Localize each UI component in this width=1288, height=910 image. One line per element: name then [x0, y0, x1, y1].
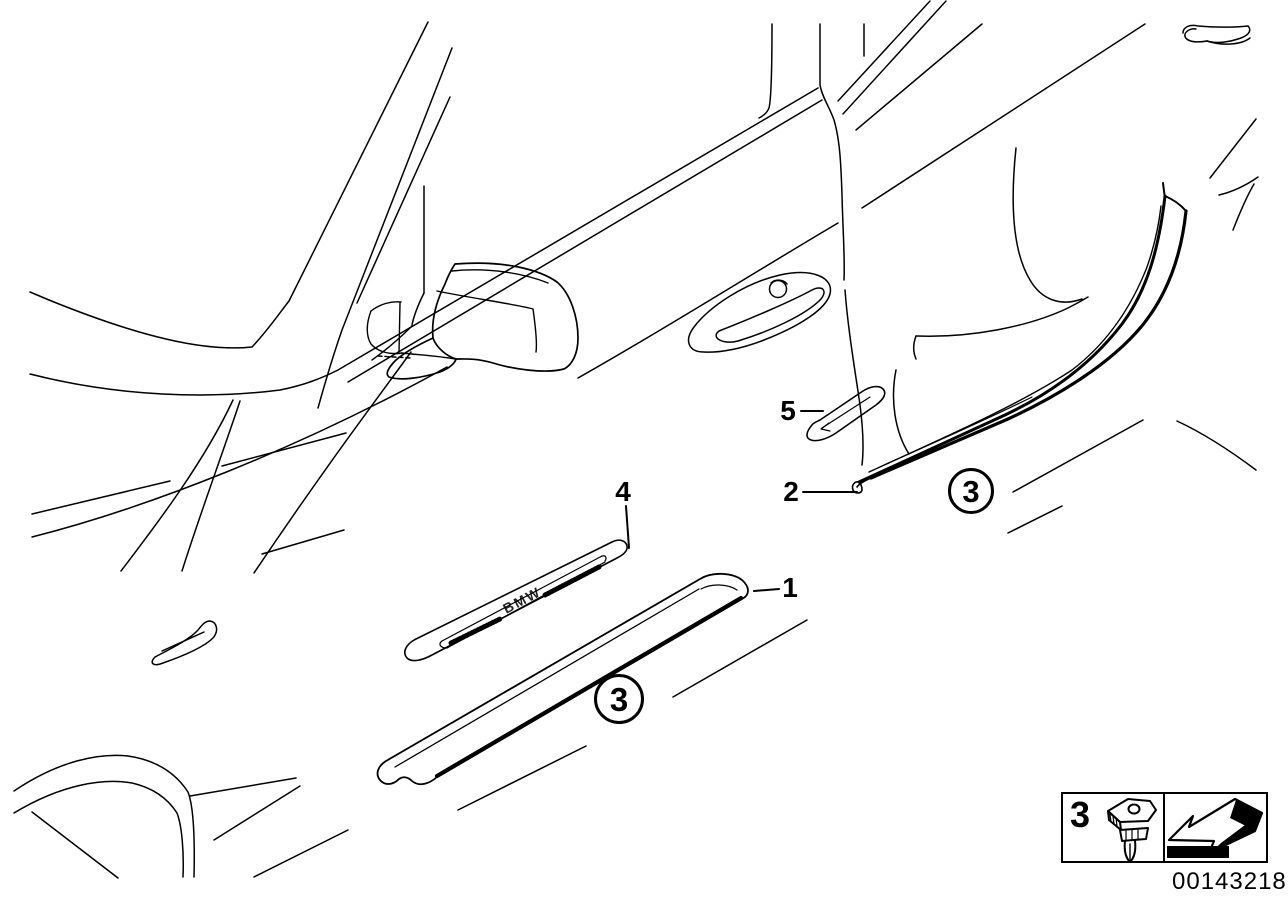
rear-door-handle [1182, 24, 1251, 45]
car-body-outline [29, 0, 1259, 811]
legend-clip-number: 3 [1070, 794, 1091, 835]
sill-strip-small [806, 385, 886, 442]
sill-strip-front-inner [404, 539, 628, 662]
clip-icon [1107, 798, 1157, 863]
callout-label-1: 1 [782, 572, 798, 603]
front-door-handle [687, 271, 832, 353]
leader-lines [625, 410, 858, 592]
direction-arrow-icon [1167, 797, 1264, 858]
circled-callout-3-rear: 3 [948, 468, 994, 514]
fender-vent [151, 620, 218, 666]
callout-label-2: 2 [783, 476, 799, 507]
document-number: 00143218 [1172, 868, 1287, 895]
legend-divider [1163, 792, 1165, 863]
callout-label-4: 4 [615, 476, 631, 507]
callout-label-5: 5 [780, 395, 796, 426]
side-mirror [366, 262, 579, 380]
circled-callout-3-front: 3 [594, 674, 644, 724]
sill-strip-front-outer [376, 572, 749, 786]
sill-strip-rear [851, 182, 1188, 494]
front-wheel-arch [13, 754, 349, 879]
